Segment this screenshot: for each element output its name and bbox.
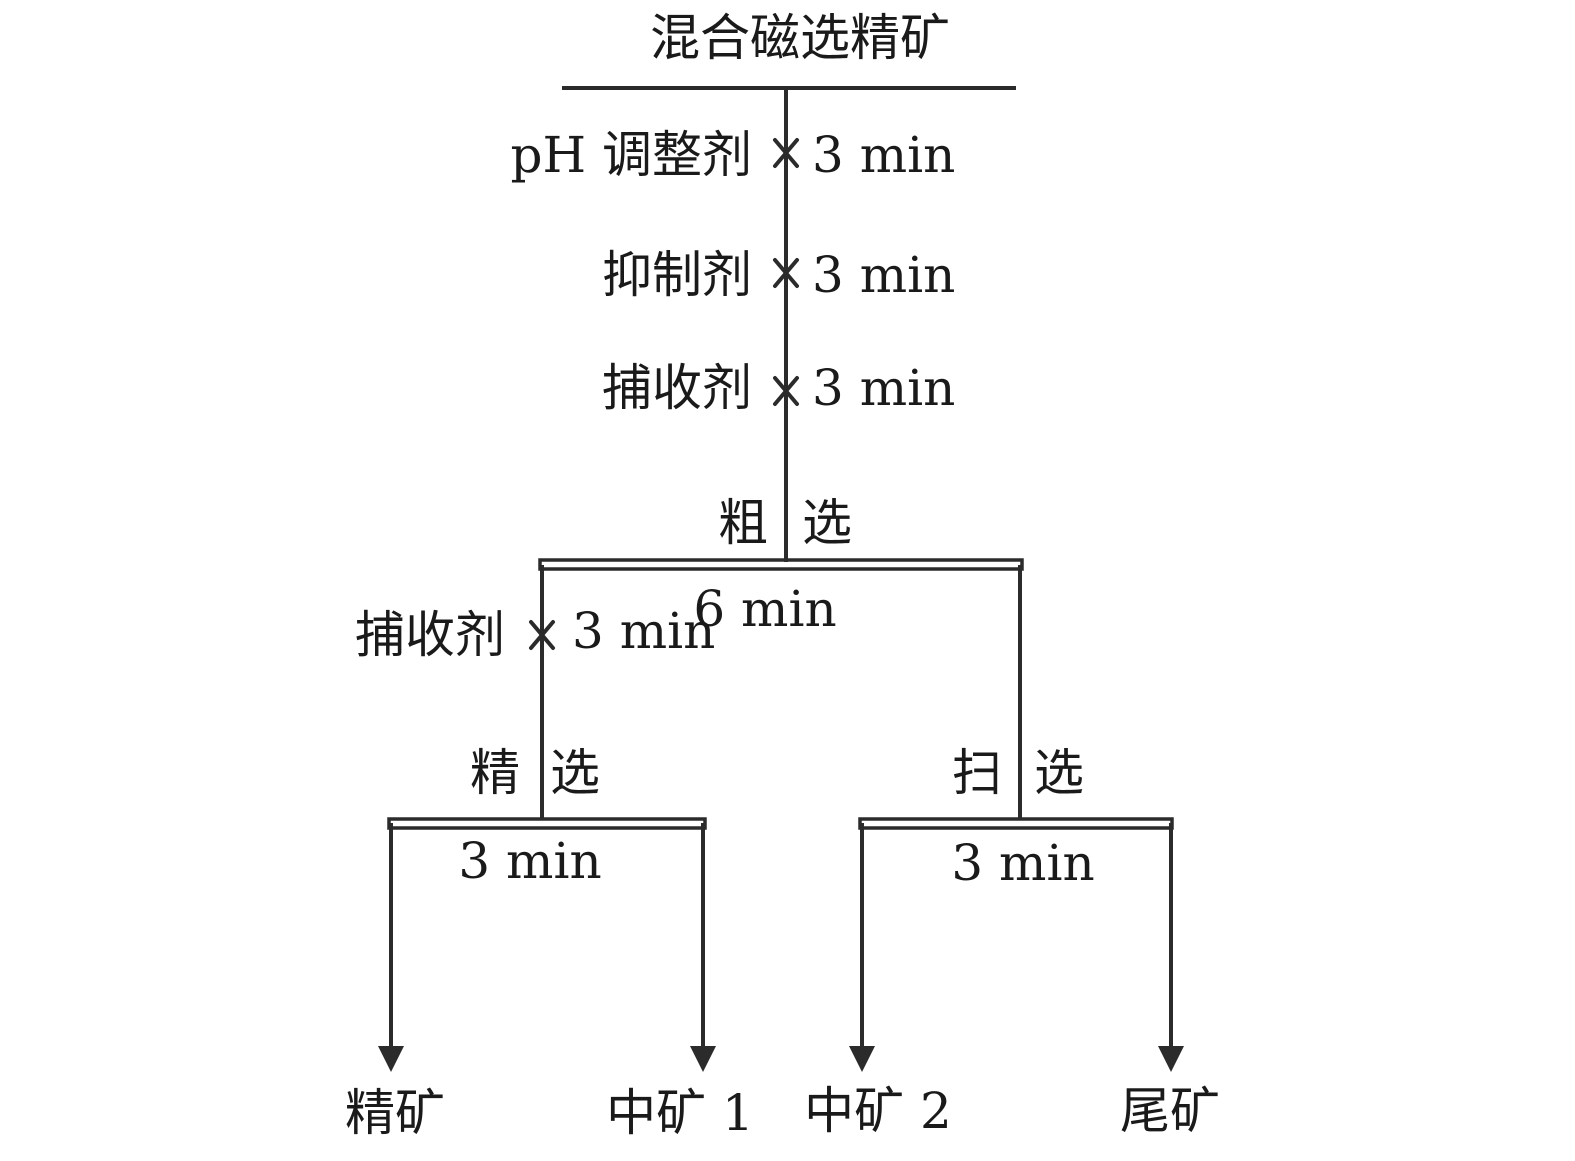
down-arrow-icon: [849, 1046, 875, 1072]
scavenger-label-right: 选: [1034, 744, 1084, 802]
cleaner-time: 3 min: [458, 832, 601, 890]
cleaner-bar: [387, 817, 707, 830]
conditioning-step-collector: 捕收剂 3 min: [602, 359, 955, 417]
scavenger-label-left: 扫: [952, 744, 1002, 802]
down-arrow-icon: [378, 1046, 404, 1072]
cleaner-conditioning: 捕收剂 3 min: [355, 602, 715, 664]
down-arrow-icon: [1158, 1046, 1184, 1072]
rougher-label-left: 粗: [718, 494, 768, 552]
conditioning-step-depressant: 抑制剂 3 min: [602, 246, 955, 304]
conditioning-step-ph: pH 调整剂 3 min: [510, 126, 955, 184]
cleaner-label-right: 选: [550, 744, 600, 802]
scavenger-stage: 扫 选 3 min: [858, 744, 1174, 892]
conditioning-time: 3 min: [812, 246, 955, 304]
reagent-label-ph-modifier: pH 调整剂: [510, 126, 752, 184]
product-label-tailings: 尾矿: [1120, 1082, 1220, 1140]
product-middling-2-stream: [849, 823, 875, 1072]
product-tailings-stream: [1158, 823, 1184, 1072]
reagent-addition-mark: [773, 258, 799, 288]
cleaner-stage: 精 选 3 min: [387, 744, 707, 890]
rougher-stage: 粗 选 6 min: [538, 494, 1024, 638]
reagent-addition-mark: [773, 138, 799, 168]
reagent-addition-mark: [773, 376, 799, 406]
cleaner-label-left: 精: [470, 744, 520, 802]
reagent-addition-mark: [529, 620, 555, 650]
scavenger-time: 3 min: [951, 834, 1094, 892]
product-middling-1-stream: [690, 823, 716, 1072]
conditioning-time: 3 min: [812, 359, 955, 417]
conditioning-time: 3 min: [812, 126, 955, 184]
reagent-label-depressant: 抑制剂: [602, 246, 752, 304]
down-arrow-icon: [690, 1046, 716, 1072]
feed-label: 混合磁选精矿: [650, 9, 950, 67]
rougher-time: 6 min: [693, 580, 836, 638]
product-label-middling-1: 中矿 1: [606, 1084, 754, 1142]
scavenger-bar: [858, 817, 1174, 830]
reagent-label-collector: 捕收剂: [355, 606, 505, 664]
reagent-label-collector: 捕收剂: [602, 359, 752, 417]
rougher-bar: [538, 558, 1024, 571]
product-concentrate-stream: [378, 823, 404, 1072]
conditioning-time: 3 min: [572, 602, 715, 660]
product-label-middling-2: 中矿 2: [804, 1082, 952, 1140]
product-label-concentrate: 精矿: [345, 1084, 445, 1142]
rougher-label-right: 选: [802, 494, 852, 552]
